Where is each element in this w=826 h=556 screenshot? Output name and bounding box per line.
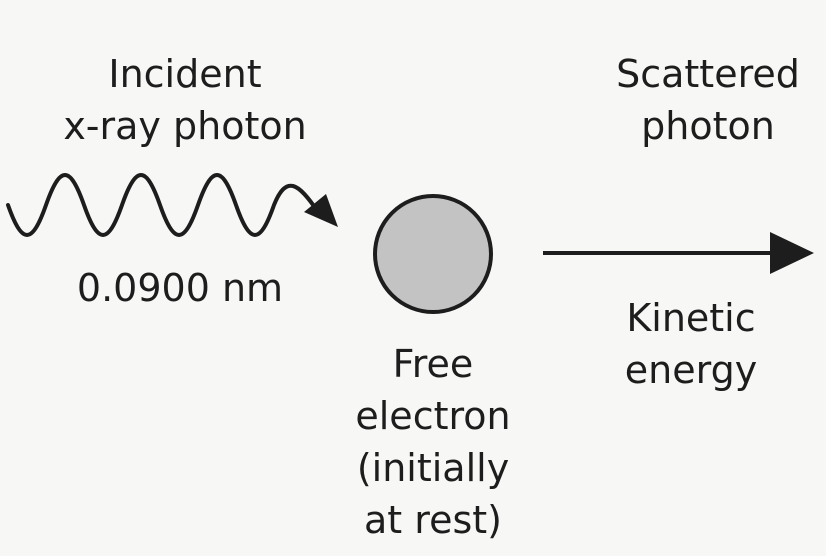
kinetic-label-line-1: Kinetic: [626, 296, 756, 340]
incident-label-line-1: Incident: [108, 52, 262, 96]
electron-label-line-3: (initially: [356, 446, 510, 490]
electron-label-line-1: Free: [392, 342, 474, 386]
wavelength-label: 0.0900 nm: [40, 262, 320, 314]
kinetic-label-line-2: energy: [624, 348, 758, 392]
electron-label-line-2: electron: [355, 394, 511, 438]
scattered-photon-label: Scattered photon: [578, 48, 826, 152]
incident-photon-label: Incident x-ray photon: [20, 48, 350, 152]
kinetic-energy-label: Kinetic energy: [586, 292, 796, 396]
scattered-label-line-1: Scattered: [616, 52, 800, 96]
incident-photon-wave: [6, 173, 320, 237]
incident-label-line-2: x-ray photon: [63, 104, 307, 148]
electron-label-line-4: at rest): [364, 498, 502, 542]
wavelength-text: 0.0900 nm: [76, 266, 284, 310]
scattered-label-line-2: photon: [641, 104, 775, 148]
incident-photon-arrowhead: [304, 194, 338, 227]
free-electron: [373, 194, 493, 314]
scattered-arrow-arrowhead: [770, 232, 814, 274]
free-electron-label: Free electron (initially at rest): [318, 338, 548, 546]
